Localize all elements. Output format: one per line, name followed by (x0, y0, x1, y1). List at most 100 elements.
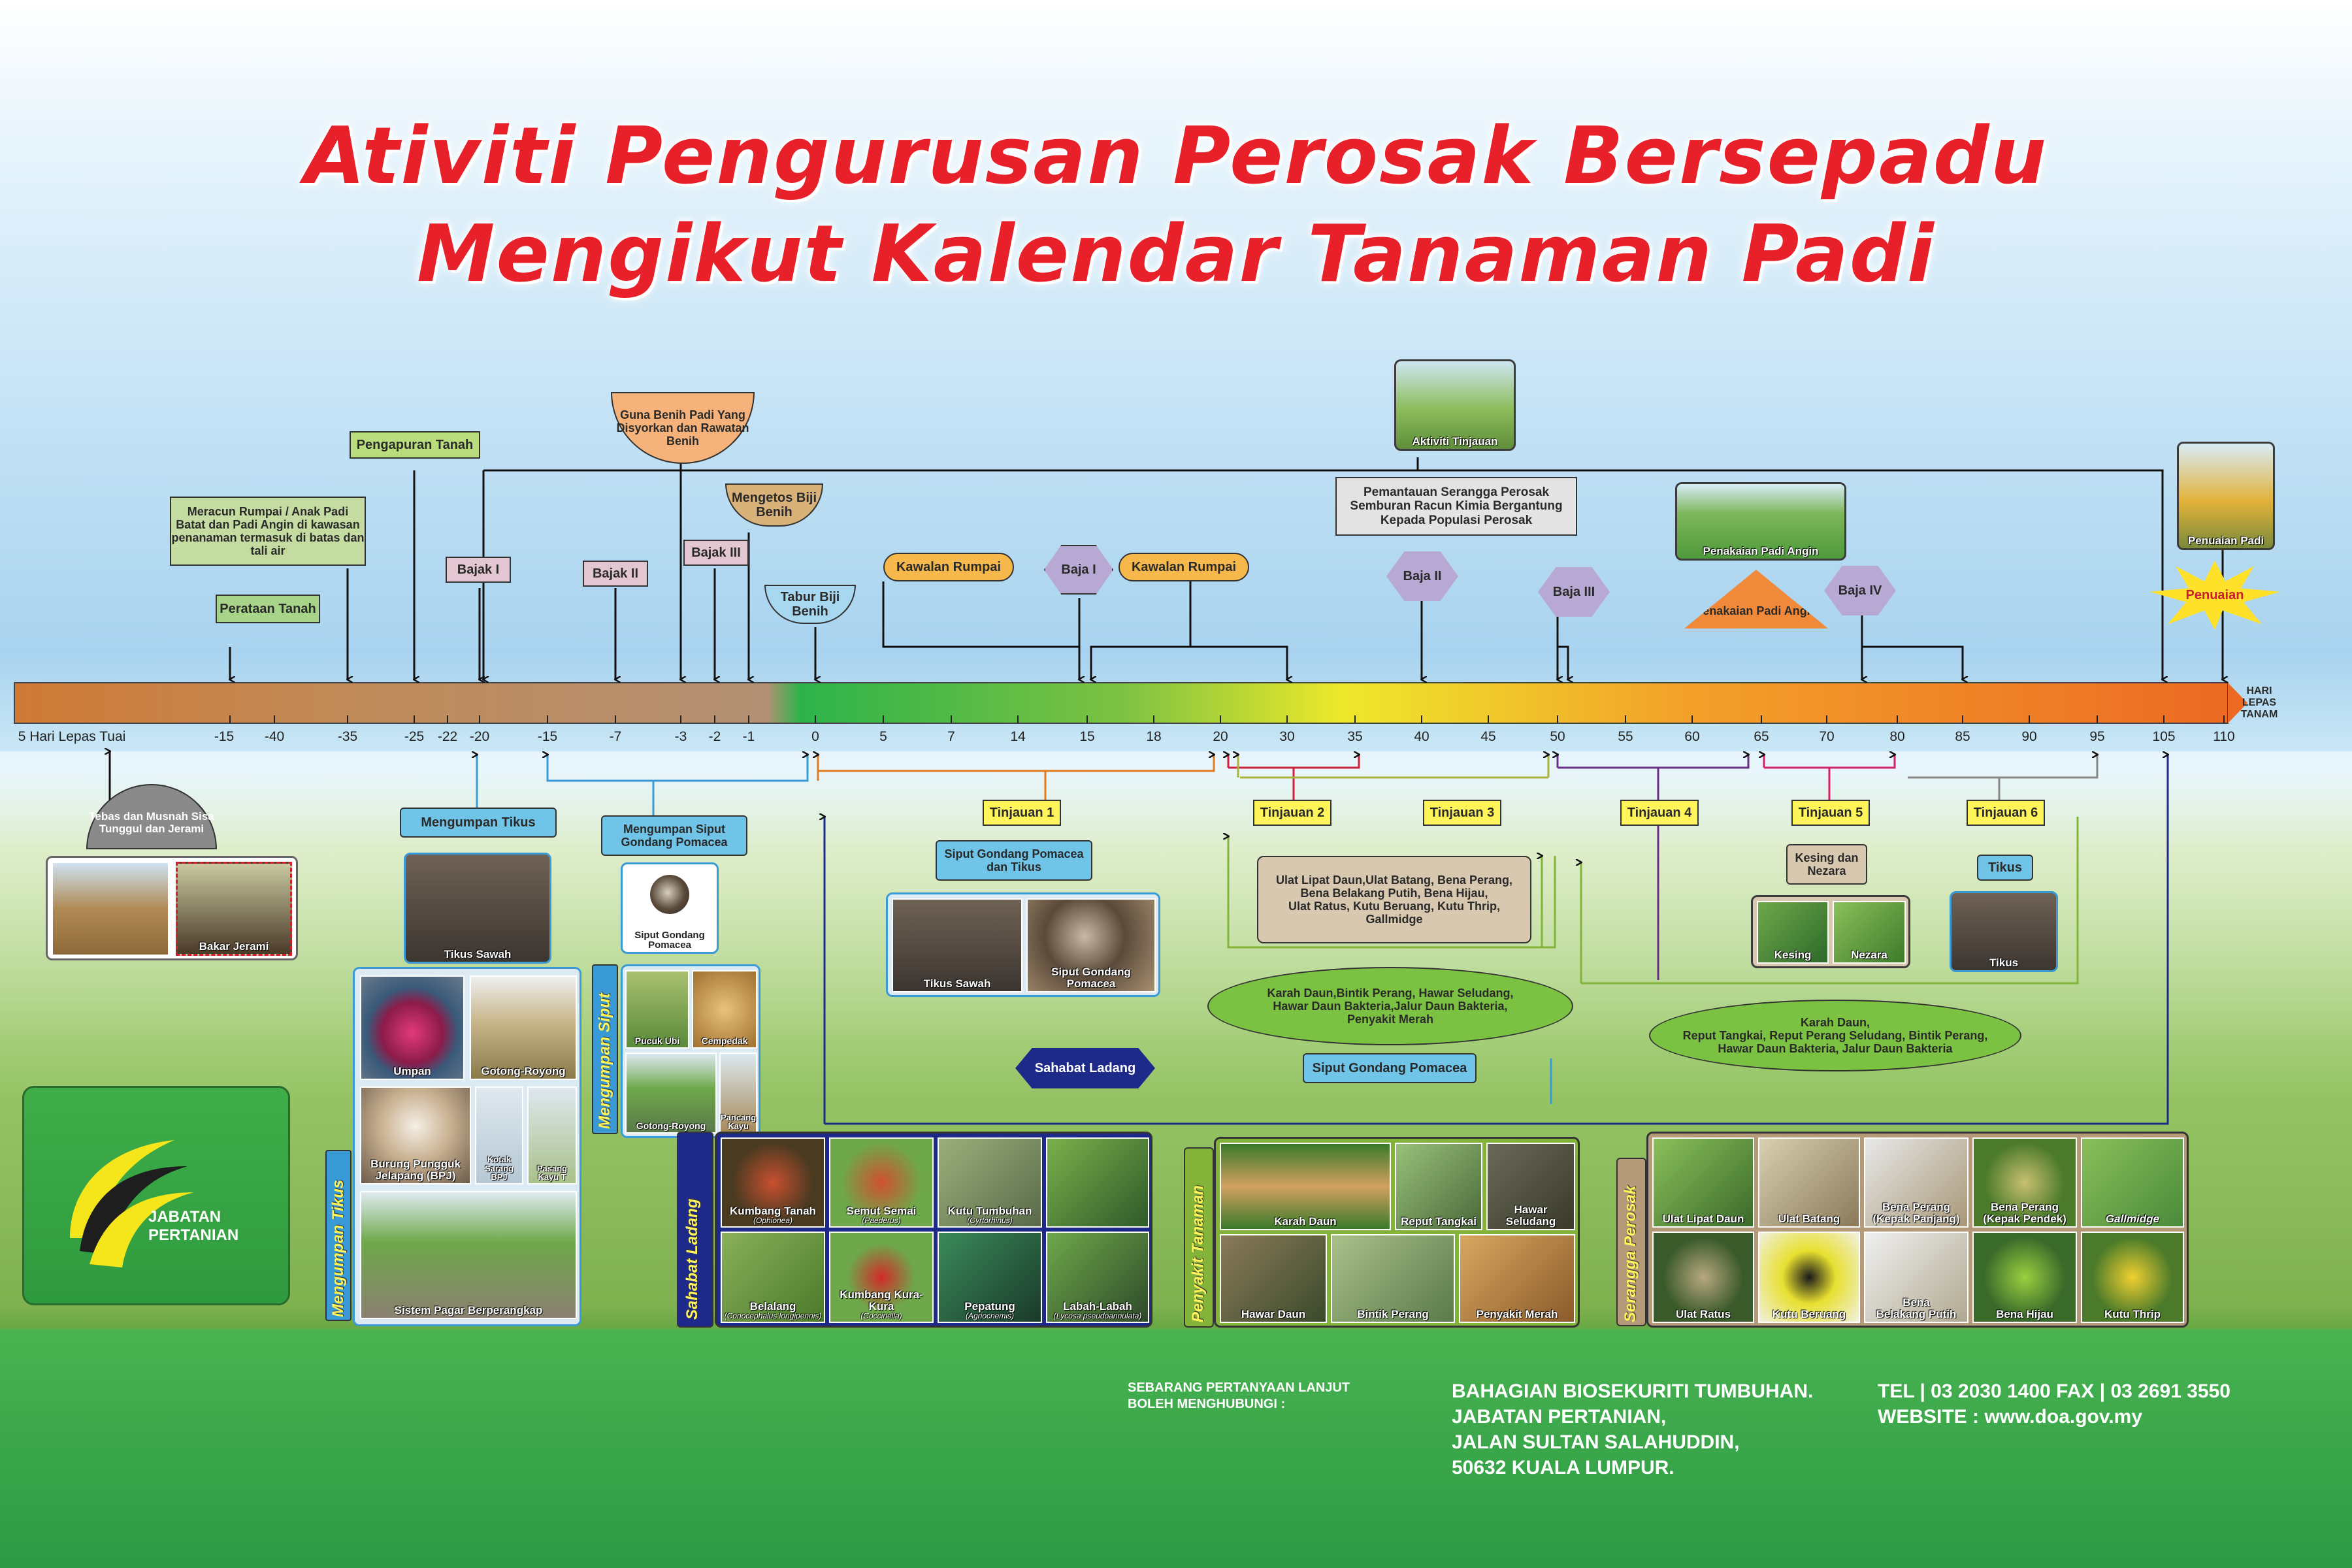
photo-kesing: Kesing (1757, 901, 1829, 964)
caption: Kutu Tumbuhan(Cyrtorhinus) (947, 1204, 1032, 1226)
tick-label: -20 (469, 729, 490, 744)
label-siput-t23: Siput Gondang Pomacea (1303, 1053, 1477, 1083)
photo-ulat-ratus: Ulat Ratus (1652, 1232, 1754, 1323)
caption: Reput Tangkai (1401, 1215, 1477, 1228)
photo-nezara: Nezara (1833, 901, 1906, 964)
badge-sahabat-ladang: Sahabat Ladang (1015, 1048, 1155, 1088)
photo-penakaian-padi-angin: Penakaian Padi Angin (1675, 482, 1846, 561)
photo-kutu-tumbuhan: Kutu Tumbuhan(Cyrtorhinus) (938, 1137, 1042, 1228)
caption: Sistem Pagar Berperangkap (394, 1304, 543, 1317)
tick-label: 80 (1889, 729, 1905, 744)
label-kawalan-rumpai-2: Kawalan Rumpai (1119, 553, 1249, 581)
label-siput-dan-tikus: Siput Gondang Pomacea dan Tikus (936, 840, 1092, 881)
tick-label: 18 (1146, 729, 1162, 744)
label-pemantauan: Pemantauan Serangga Perosak Semburan Rac… (1335, 477, 1577, 536)
caption: Kutu Thrip (2104, 1308, 2161, 1321)
footer-band (0, 1330, 2352, 1568)
label-mengumpan-siput: Mengumpan Siput Gondang Pomacea (601, 815, 747, 856)
caption: Gotong-Royong (636, 1120, 706, 1132)
photo-bena-hijau: Bena Hijau (1972, 1232, 2077, 1323)
caption: Kesing (1774, 949, 1812, 962)
photo-pucuk-ubi: Pucuk Ubi (625, 970, 689, 1049)
timeline-end-label: HARI LEPAS TANAM (2240, 685, 2278, 720)
caption: Kutu Beruang (1772, 1308, 1846, 1321)
tick-label: 40 (1414, 729, 1429, 744)
label-mengetos-biji-benih: Mengetos Biji Benih (725, 483, 823, 527)
tick-label: 0 (811, 729, 819, 744)
photo-tikus-sawah: Tikus Sawah (404, 853, 551, 964)
panel-sahabat-ladang: Kumbang Tanah(Ophionea) Semut Semai(Paed… (715, 1132, 1152, 1328)
side-label-serangga-perosak: Serangga Perosak (1622, 1185, 1639, 1322)
caption: Pancang Kayu (721, 1112, 757, 1132)
photo-hawar-daun: Hawar Daun (1220, 1234, 1327, 1323)
tick-label: 70 (1819, 729, 1835, 744)
snail-shape (650, 875, 689, 914)
label-kesing-nezara: Kesing dan Nezara (1786, 844, 1867, 885)
caption: Aktiviti Tinjauan (1412, 435, 1498, 448)
photo-cempedak: Cempedak (692, 970, 757, 1049)
label-meracun-rumpai: Meracun Rumpai / Anak Padi Batat dan Pad… (170, 497, 366, 566)
caption: Kotak Sarang BPJ (484, 1154, 514, 1183)
caption: Semut Semai(Paederus) (846, 1204, 917, 1226)
tick-label: 105 (2152, 729, 2176, 744)
timeline-ticks (229, 715, 2225, 723)
label-tinjauan-4: Tinjauan 4 (1620, 800, 1699, 826)
caption: Tikus (1989, 956, 2019, 970)
tick-label: -1 (742, 729, 755, 744)
caption: Ulat Ratus (1675, 1308, 1731, 1321)
tick-label: -40 (264, 729, 285, 744)
logo-emblem-icon (70, 1140, 194, 1267)
photo-kutu-beruang: Kutu Beruang (1758, 1232, 1860, 1323)
caption: Gallmidge (2105, 1213, 2160, 1226)
caption: Bena Hijau (1996, 1308, 2053, 1321)
caption: Pucuk Ubi (634, 1036, 680, 1047)
caption: Siput Gondang Pomacea (634, 929, 705, 951)
photo-karah-daun: Karah Daun (1220, 1143, 1391, 1230)
caption: Tikus Sawah (444, 948, 512, 961)
label-mengumpan-tikus: Mengumpan Tikus (400, 808, 557, 838)
tick-label: 60 (1684, 729, 1700, 744)
tick-label: -25 (404, 729, 425, 744)
timeline-arrow-head (2228, 683, 2247, 723)
label-pengapuran-tanah: Pengapuran Tanah (350, 431, 480, 459)
panel-serangga-perosak: Ulat Lipat Daun Ulat Batang Bena Perang … (1646, 1132, 2189, 1328)
tick-label: -22 (437, 729, 458, 744)
caption: Siput Gondang Pomacea (1051, 966, 1131, 990)
photo-hawar-seludang: Hawar Seludang (1486, 1143, 1575, 1230)
caption: Hawar Seludang (1505, 1203, 1556, 1228)
label-tinjauan-5: Tinjauan 5 (1791, 800, 1870, 826)
label-tinjauan-1: Tinjauan 1 (983, 800, 1061, 826)
photo-pepatung: Pepatung(Agriocnemis) (938, 1232, 1042, 1323)
tick-label: -15 (214, 729, 235, 744)
photo-serangga-daun (1046, 1137, 1149, 1228)
photo-tikus-t6: Tikus (1950, 891, 2058, 972)
photo-kumbang-tanah: Kumbang Tanah(Ophionea) (721, 1137, 825, 1228)
tick-label: -35 (337, 729, 358, 744)
footer-enquiry: SEBARANG PERTANYAAN LANJUT BOLEH MENGHUB… (1128, 1380, 1350, 1411)
caption: Bintik Perang (1357, 1308, 1429, 1321)
side-label-mengumpan-tikus: Mengumpan Tikus (329, 1179, 347, 1317)
tick-label: 110 (2213, 729, 2235, 744)
tick-label: 20 (1213, 729, 1228, 744)
label-perataan-tanah: Perataan Tanah (216, 595, 320, 623)
tick-label: 5 (879, 729, 887, 744)
caption: Kumbang Tanah(Ophionea) (730, 1204, 816, 1226)
tick-label: 5 Hari Lepas Tuai (18, 729, 126, 744)
tick-label: 45 (1480, 729, 1496, 744)
caption: Penakaian Padi Angin (1703, 545, 1819, 558)
label-bajak-2: Bajak II (583, 561, 648, 587)
caption: Karah Daun (1274, 1215, 1337, 1228)
photo-bakar-jerami: Bakar Jerami (176, 862, 292, 956)
caption: Tikus Sawah (923, 977, 991, 990)
photo-pancang-kayu: Pancang Kayu (719, 1053, 757, 1134)
photo-tikus-sawah-2: Tikus Sawah (892, 898, 1022, 992)
photo-tractor (52, 862, 169, 956)
photo-siput-gondang-2: Siput Gondang Pomacea (1026, 898, 1156, 992)
caption: Nezara (1851, 949, 1887, 962)
caption: Ulat Batang (1778, 1213, 1840, 1226)
tick-label: 15 (1079, 729, 1095, 744)
photo-ulat-lipat-daun: Ulat Lipat Daun (1652, 1137, 1754, 1228)
tick-label: 55 (1618, 729, 1633, 744)
tick-label: -3 (674, 729, 687, 744)
